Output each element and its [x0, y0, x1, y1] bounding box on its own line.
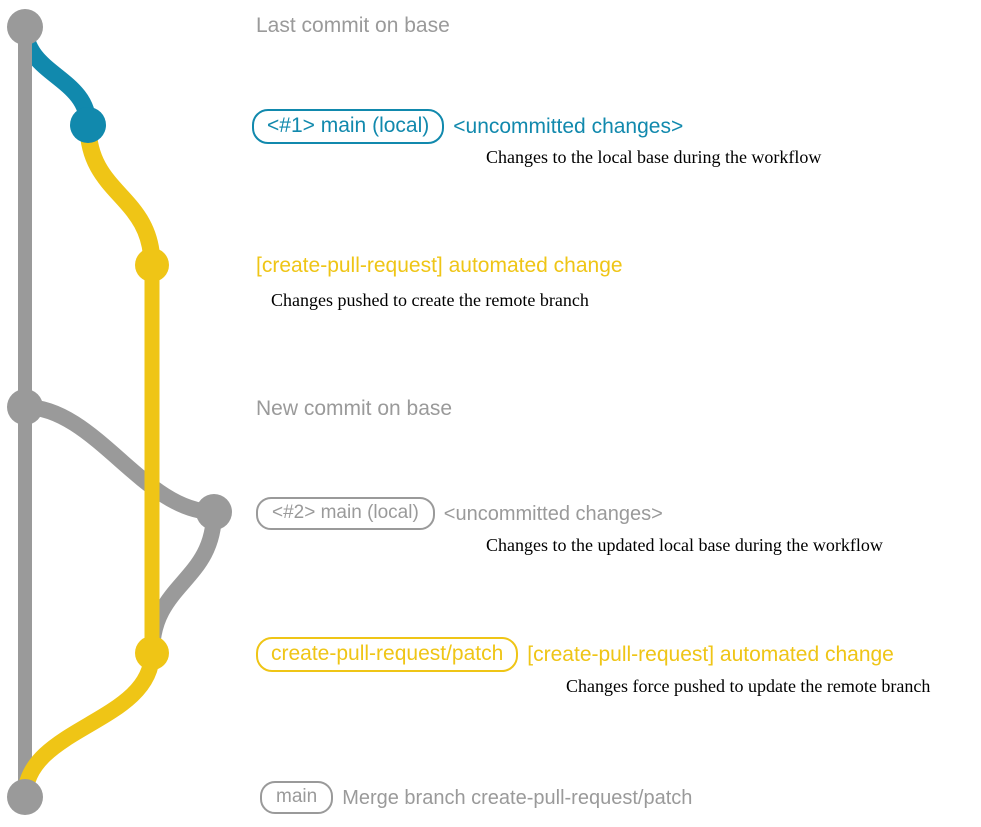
- commit-message-base-new: New commit on base: [256, 397, 453, 420]
- commit-node-base-new[interactable]: [7, 389, 43, 425]
- edge-local-1-to-patch-1: [79, 116, 161, 274]
- edge-patch-2-to-base-merge: [17, 645, 160, 805]
- commit-note-local-1: Changes to the local base during the wor…: [486, 147, 822, 167]
- ref-label-base-merge[interactable]: main: [260, 781, 334, 814]
- commit-message-local-1: <uncommitted changes>: [453, 115, 684, 138]
- commit-row-base-merge: main Merge branch create-pull-request/pa…: [260, 781, 692, 814]
- commit-row-local-1: <#1> main (local) <uncommitted changes>: [252, 109, 683, 144]
- commit-message-base-last: Last commit on base: [256, 14, 450, 37]
- commit-message-patch-1: [create-pull-request] automated change: [256, 254, 623, 277]
- ref-label-patch-2[interactable]: create-pull-request/patch: [256, 637, 519, 672]
- commit-node-patch-2[interactable]: [135, 636, 169, 670]
- commit-note-local-2: Changes to the updated local base during…: [486, 535, 883, 555]
- commit-node-local-2[interactable]: [196, 494, 232, 530]
- commit-note-patch-1: Changes pushed to create the remote bran…: [271, 290, 589, 310]
- ref-label-local-2[interactable]: <#2> main (local): [256, 497, 435, 530]
- commit-message-local-2: <uncommitted changes>: [443, 502, 663, 525]
- commit-message-patch-2: [create-pull-request] automated change: [527, 643, 894, 666]
- ref-label-local-1[interactable]: <#1> main (local): [252, 109, 445, 144]
- commit-note-patch-2: Changes force pushed to update the remot…: [566, 676, 931, 696]
- commit-node-local-1[interactable]: [70, 107, 106, 143]
- commit-row-patch-2: create-pull-request/patch [create-pull-r…: [256, 637, 894, 672]
- graph-nodes: [7, 9, 232, 815]
- edge-base-new-to-local-2: [17, 399, 222, 520]
- commit-row-local-2: <#2> main (local) <uncommitted changes>: [256, 497, 663, 530]
- commit-node-base-last[interactable]: [7, 9, 43, 45]
- commit-node-base-merge[interactable]: [7, 779, 43, 815]
- commit-node-patch-1[interactable]: [135, 248, 169, 282]
- commit-message-base-merge: Merge branch create-pull-request/patch: [342, 786, 693, 809]
